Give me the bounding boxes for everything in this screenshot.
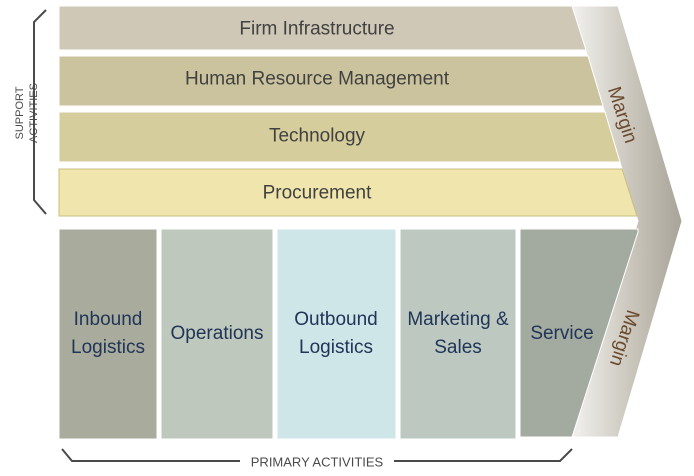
primary-label-marketing-sales-line-1: Marketing & [407, 309, 509, 330]
primary-box-marketing-sales [399, 228, 517, 440]
support-label-procurement: Procurement [263, 183, 372, 204]
support-label-human-resource-management: Human Resource Management [185, 69, 450, 90]
support-group-label-line1: SUPPORT [14, 86, 26, 139]
support-bar-technology [58, 111, 621, 163]
primary-label-operations: Operations [171, 323, 264, 344]
support-activities: Firm Infrastructure Human Resource Manag… [58, 5, 638, 217]
primary-label-inbound-logistics-line-2: Logistics [71, 337, 145, 358]
primary-label-operations-line-1: Operations [171, 323, 264, 344]
primary-label-marketing-sales-line-2: Sales [434, 337, 482, 358]
support-bar-human-resource-management [58, 55, 604, 107]
support-group-label-line2: ACTIVITIES [28, 83, 40, 143]
support-bar-firm-infrastructure [58, 5, 587, 51]
primary-bracket-label-gap [240, 452, 394, 472]
primary-label-outbound-logistics-line-2: Logistics [299, 337, 373, 358]
primary-group-label: PRIMARY ACTIVITIES [251, 455, 384, 470]
primary-box-service [519, 228, 639, 438]
support-label-firm-infrastructure: Firm Infrastructure [239, 19, 394, 40]
primary-label-inbound-logistics-line-1: Inbound [74, 309, 143, 330]
support-label-technology: Technology [269, 126, 366, 147]
primary-box-outbound-logistics [276, 228, 397, 440]
primary-label-marketing-sales: Marketing & Sales [407, 309, 509, 358]
primary-label-service-line-1: Service [530, 323, 593, 344]
margin-chevron [571, 5, 683, 438]
primary-label-service: Service [530, 323, 593, 344]
primary-box-inbound-logistics [58, 228, 158, 440]
primary-box-operations [160, 228, 274, 440]
primary-label-outbound-logistics-line-1: Outbound [294, 309, 377, 330]
support-bar-procurement [58, 168, 638, 217]
support-bracket [33, 9, 47, 215]
